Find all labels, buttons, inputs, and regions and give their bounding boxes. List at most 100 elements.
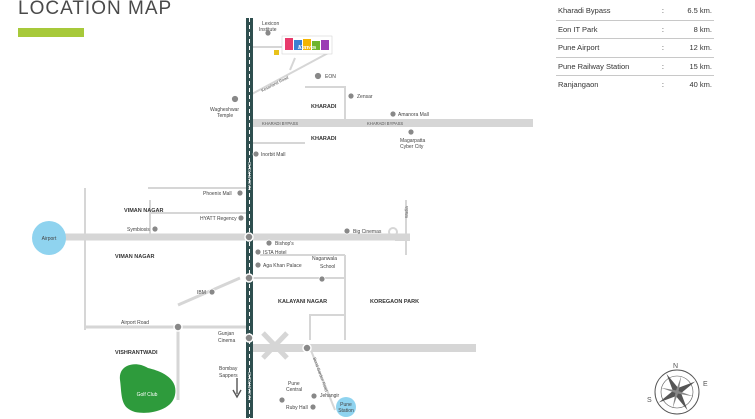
distance-place: Kharadi Bypass [556, 2, 646, 21]
distance-place: Eon IT Park [556, 20, 646, 39]
distance-row: Eon IT Park:8 km. [556, 20, 714, 39]
junction-markers [173, 232, 312, 353]
junction-marker [173, 322, 183, 332]
compass-rose: N E S W [647, 363, 708, 415]
distance-separator: : [645, 57, 680, 76]
distance-table: Kharadi Bypass:6.5 km.Eon IT Park:8 km.P… [556, 2, 714, 94]
landmark-markers [151, 29, 415, 411]
phoenix-label: Phoenix Mall [203, 191, 232, 197]
area-kalyani-nagar: KALAYANI NAGAR [278, 299, 327, 305]
ibm-label: IBM [197, 290, 206, 296]
nagar-road-label-upper: NAGAR ROAD [247, 162, 252, 190]
eon-label: EON [325, 74, 336, 80]
naganwala-marker [318, 275, 326, 283]
kharadi-bypass-label-1: KHARADI BYPASS [262, 121, 298, 126]
junction-marker [302, 343, 312, 353]
zensar-label: Zensar [357, 94, 373, 100]
bund-garden-road-label: Bund Garden Road [312, 357, 329, 393]
road-network [50, 46, 533, 411]
jehangir-marker [310, 392, 318, 400]
area-koregaon-park: KOREGAON PARK [370, 299, 419, 305]
gunjan-label-1: Gunjan [218, 331, 234, 337]
jehangir-label: Jehangir [320, 393, 340, 399]
distance-value: 6.5 km. [679, 2, 714, 21]
naganwala-label-1: Naganwala [312, 256, 337, 262]
area-vishrantwadi: VISHRANTWADI [115, 350, 158, 356]
area-kharadi-2: KHARADI [311, 136, 337, 142]
big-cinemas-marker [343, 227, 351, 235]
distance-separator: : [645, 38, 680, 58]
lexicon-marker [264, 29, 272, 37]
compass-s: S [647, 397, 652, 404]
eon-marker [314, 72, 322, 80]
distance-row: Pune Airport:12 km. [556, 38, 714, 58]
zensar-marker [347, 92, 355, 100]
ista-label: ISTA Hotel [263, 250, 287, 256]
kesarland-road [251, 51, 331, 95]
ibm-marker [208, 288, 216, 296]
gunjan-label-2: Cinema [218, 338, 235, 344]
distance-value: 40 km. [689, 80, 712, 90]
kesarland-branch [289, 57, 296, 71]
junction-marker [244, 333, 254, 343]
distance-place: Pune Airport [556, 38, 646, 58]
kesarland-road-label: Kesarland Road [260, 74, 290, 92]
page-title: LOCATION MAP [18, 0, 173, 19]
area-viman-nagar-1: VIMAN NAGAR [124, 208, 163, 214]
inorbit-marker [252, 150, 260, 158]
compass-e: E [703, 381, 708, 388]
wagheshwar-label-1: Wagheshwar [210, 107, 239, 113]
airport-label: Airport [42, 236, 57, 242]
wagheshwar-marker [231, 95, 239, 103]
pune-central-marker [278, 396, 286, 404]
area-viman-nagar-2: VIMAN NAGAR [115, 254, 154, 260]
aga-khan-marker [254, 261, 262, 269]
distance-row: Kharadi Bypass:6.5 km. [556, 2, 714, 21]
magarpatta-marker [407, 128, 415, 136]
junction-marker [244, 273, 254, 283]
pune-central-label-2: Central [286, 387, 302, 393]
nagar-road-label-lower: NAGAR ROAD [247, 372, 252, 400]
lexicon-label-1: Lexicon [262, 21, 279, 27]
distance-separator: : [645, 20, 680, 39]
wadia-junction [388, 227, 398, 237]
pune-station-label-1: Pune [340, 402, 352, 408]
pune-station-label-2: Station [338, 408, 354, 414]
ista-marker [254, 248, 262, 256]
airport-marker [32, 221, 66, 255]
ruby-hall-label: Ruby Hall [286, 405, 308, 411]
bombay-sappers-label-1: Bombay [219, 366, 238, 372]
wadia-label: Wadia [404, 206, 409, 218]
hyatt-marker [237, 214, 245, 222]
distance-value: 12 km. [679, 38, 714, 58]
bishops-label: Bishop's [275, 241, 294, 247]
symbiosis-label: Symbiosis [127, 227, 150, 233]
distance-separator: : [645, 2, 680, 21]
magarpatta-label-2: Cyber City [400, 144, 424, 150]
bridge-junction [261, 331, 289, 360]
amanora-marker [389, 110, 397, 118]
bombay-sappers-label-2: Sappers [219, 373, 238, 379]
kanvas-logo-text: Kanvas [297, 45, 317, 51]
phoenix-marker [236, 189, 244, 197]
bishops-marker [265, 239, 273, 247]
distance-place: Ranjangaon [558, 80, 599, 90]
distance-value: 15 km. [679, 57, 714, 76]
junction-marker [244, 232, 254, 242]
distance-value: 8 km. [679, 20, 714, 39]
inorbit-label: Inorbit Mall [261, 152, 285, 158]
kharadi-bypass-label-2: KHARADI BYPASS [367, 121, 403, 126]
aga-khan-label: Aga Khan Palace [263, 263, 302, 269]
bund-garden-road [309, 347, 336, 411]
distance-separator: : [661, 80, 664, 90]
magarpatta-label-1: Magarpatta [400, 138, 426, 144]
ruby-hall-marker [309, 403, 317, 411]
lexicon-label-2: Institute [259, 27, 277, 33]
title-accent-bar [18, 28, 84, 37]
pune-station-marker [336, 397, 356, 417]
naganwala-label-2: School [320, 264, 335, 270]
hyatt-label: HYATT Regency [200, 216, 237, 222]
bombay-sappers-arrow [232, 378, 242, 399]
eon-road [305, 86, 346, 123]
